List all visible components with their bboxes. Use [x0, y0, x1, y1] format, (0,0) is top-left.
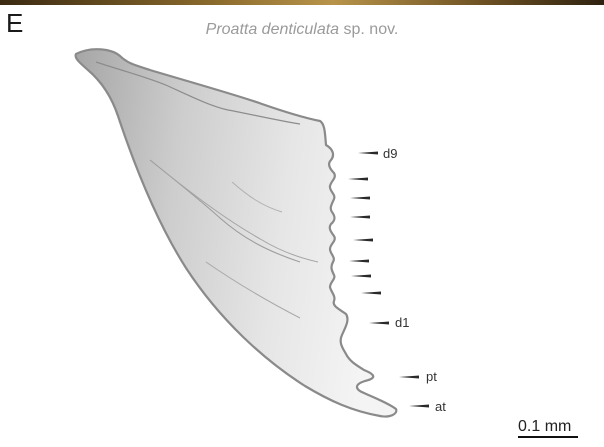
- label-pt: pt: [426, 369, 437, 384]
- marker-tooth-7: [350, 197, 370, 200]
- label-d1: d1: [395, 315, 409, 330]
- marker-tooth-4: [349, 260, 369, 263]
- label-d9: d9: [383, 146, 397, 161]
- mandible-outline: [76, 49, 397, 416]
- marker-tooth-5: [353, 239, 373, 242]
- marker-d9: [358, 152, 378, 155]
- marker-d1: [369, 322, 389, 325]
- marker-tooth-8: [348, 178, 368, 181]
- marker-tooth-2: [361, 292, 381, 295]
- label-at: at: [435, 399, 446, 414]
- marker-pt: [399, 376, 419, 379]
- marker-tooth-6: [350, 216, 370, 219]
- marker-tooth-3: [351, 275, 371, 278]
- marker-at: [409, 405, 429, 408]
- scale-bar-label: 0.1 mm: [518, 418, 571, 436]
